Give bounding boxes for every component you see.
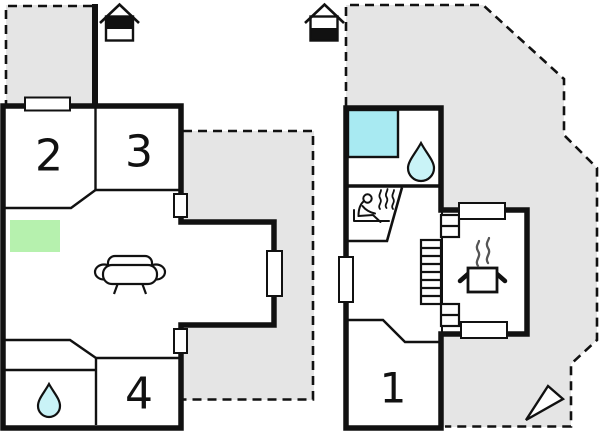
steam-wave xyxy=(475,239,481,268)
window-bay xyxy=(266,250,283,297)
room-label-4: 4 xyxy=(125,369,153,420)
pot-steam xyxy=(475,236,491,268)
upper-floor-terrace-top-left xyxy=(4,4,93,104)
green-area-rug xyxy=(10,220,60,252)
steam-wave xyxy=(378,189,382,210)
kitchen-cabinets xyxy=(439,213,461,328)
shower-icon xyxy=(346,108,400,159)
wall-room2-living xyxy=(3,189,97,210)
sauna-person-icon xyxy=(353,188,395,223)
upper-floor-windows xyxy=(24,96,283,354)
house-roof xyxy=(304,2,345,24)
window-kitchen-bottom xyxy=(460,321,508,339)
steam-wave xyxy=(384,188,389,209)
terrace-area-fill xyxy=(182,131,314,400)
window-room2-top xyxy=(24,96,71,112)
ladder-icon xyxy=(419,238,443,306)
room-label-3: 3 xyxy=(125,127,153,178)
terrace-dashed-border xyxy=(183,129,315,401)
room-label-1: 1 xyxy=(380,364,407,413)
sofa-seat xyxy=(101,263,159,286)
person-legs xyxy=(357,213,382,223)
window-living-right-upper xyxy=(173,193,188,218)
person-head xyxy=(362,193,373,204)
wall-room1-top xyxy=(346,318,441,344)
room-label-2: 2 xyxy=(35,131,63,182)
terrace-area-fill xyxy=(6,5,93,104)
person-arm xyxy=(361,205,376,215)
sofa-icon xyxy=(93,254,167,295)
window-hall-left xyxy=(338,256,354,303)
house-lower-half-filled xyxy=(310,28,338,41)
upper-floor-house-icon xyxy=(99,2,140,42)
terrace-dashed-border xyxy=(4,4,92,104)
upper-floor-interior-walls xyxy=(3,106,181,425)
window-living-right-lower xyxy=(173,328,188,354)
person-back xyxy=(357,200,365,217)
ground-floor-windows xyxy=(338,202,508,339)
ground-floor-plan: 1 xyxy=(338,105,530,431)
terrace-dashed-border xyxy=(344,3,599,428)
wall-sauna xyxy=(346,187,404,243)
upper-floor-terrace-right xyxy=(182,129,315,401)
ground-floor-house-icon xyxy=(304,2,345,42)
ladder-rungs xyxy=(421,246,441,298)
house-body xyxy=(104,15,135,42)
sauna-steam xyxy=(378,188,395,210)
house-body xyxy=(309,15,339,42)
wall-hall-living xyxy=(3,338,97,359)
water-drop-icon xyxy=(36,381,62,419)
water-drop-icon xyxy=(406,140,436,183)
north-arrow-icon xyxy=(524,384,566,422)
pot-body xyxy=(466,266,499,294)
sauna-bench xyxy=(353,209,390,222)
upper-floor-plan: 2 3 4 xyxy=(0,4,283,431)
steam-wave xyxy=(485,236,491,265)
house-roof xyxy=(99,2,140,24)
steam-wave xyxy=(391,189,395,210)
stove-pot-icon xyxy=(457,236,508,294)
window-kitchen-top xyxy=(458,202,506,220)
house-upper-half-filled xyxy=(106,16,133,29)
